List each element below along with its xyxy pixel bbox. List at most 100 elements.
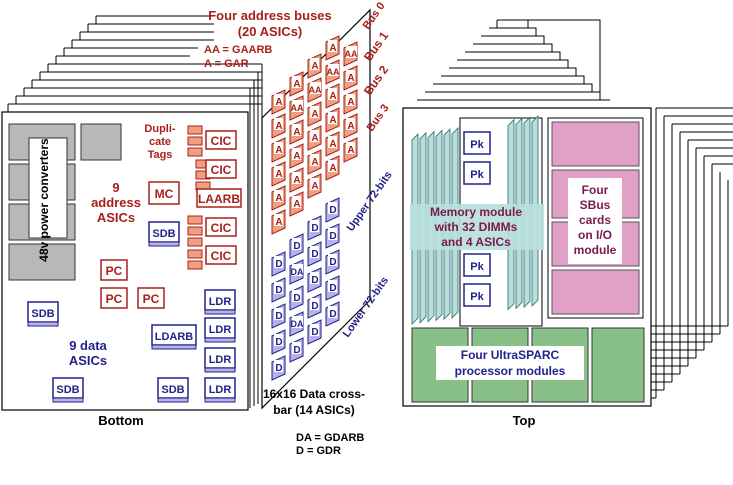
svg-text:A: A: [311, 133, 318, 144]
address-chip: A: [289, 143, 304, 169]
sbus-label-5: module: [574, 243, 617, 257]
svg-text:LDR: LDR: [209, 384, 232, 396]
svg-text:A: A: [311, 181, 318, 192]
data-chip: D: [325, 275, 340, 301]
svg-text:CIC: CIC: [211, 221, 232, 235]
svg-text:A: A: [293, 199, 300, 210]
svg-text:A: A: [347, 121, 354, 132]
svg-text:A: A: [311, 109, 318, 120]
cpu-label-2: processor modules: [455, 364, 566, 378]
memory-label-2: with 32 DIMMs: [434, 220, 518, 234]
svg-text:D: D: [329, 231, 336, 242]
cic-chip: CIC: [205, 245, 237, 265]
aa-legend: AA = GAARB: [204, 44, 272, 56]
data-chip: D: [325, 301, 340, 327]
address-chip: A: [325, 35, 340, 61]
svg-text:D: D: [275, 311, 282, 322]
data-chip: D: [271, 329, 286, 355]
address-chip: A: [289, 191, 304, 217]
svg-text:D: D: [275, 337, 282, 348]
crossbar-caption-1: 16x16 Data cross-: [263, 387, 365, 401]
data-chip: D: [289, 337, 304, 363]
data-chip: D: [307, 319, 322, 345]
address-chip: A: [307, 173, 322, 199]
svg-text:SDB: SDB: [152, 228, 175, 240]
pk-chip: Pk: [463, 161, 491, 185]
crossbar-caption-2: bar (14 ASICs): [273, 403, 355, 417]
sbus-label-1: Four: [582, 183, 609, 197]
svg-text:D: D: [311, 301, 318, 312]
pc-chip: PC: [100, 287, 128, 309]
a-legend: A = GAR: [204, 58, 249, 70]
data-chip: D: [289, 285, 304, 311]
data-asic-chips: SDB SDB LDR LDR LDARB LDR: [27, 221, 236, 403]
address-buses-subtitle: (20 ASICs): [238, 24, 303, 39]
address-chip: A: [325, 155, 340, 181]
address-chip: A: [307, 149, 322, 175]
svg-text:D: D: [275, 363, 282, 374]
svg-text:PC: PC: [106, 264, 123, 278]
bus-2-label: Bus 2: [361, 63, 391, 98]
address-chip: A: [289, 167, 304, 193]
address-chip: A: [343, 65, 358, 91]
memory-module: Pk Pk Pk Pk Memory module with 32 DIMMs …: [410, 115, 544, 327]
memory-label-3: and 4 ASICs: [441, 235, 511, 249]
address-asics-count: 9: [112, 180, 119, 195]
svg-text:A: A: [293, 127, 300, 138]
data-chip: D: [307, 241, 322, 267]
address-chip: A: [325, 107, 340, 133]
svg-text:SDB: SDB: [56, 384, 79, 396]
data-chip: D: [271, 277, 286, 303]
power-converters: 48v power converters: [8, 123, 122, 281]
svg-text:A: A: [275, 145, 282, 156]
pk-chip: Pk: [463, 131, 491, 155]
svg-text:MC: MC: [155, 187, 174, 201]
svg-text:AA: AA: [345, 49, 358, 59]
sbus-label-4: on I/O: [578, 228, 612, 242]
svg-text:A: A: [347, 145, 354, 156]
sbus-io-module: Four SBus cards on I/O module: [547, 117, 644, 319]
svg-text:AA: AA: [291, 103, 304, 113]
sbus-label-2: SBus: [580, 198, 611, 212]
data-chip: D: [307, 293, 322, 319]
svg-text:PC: PC: [143, 292, 160, 306]
ldr-chip: LDR: [204, 289, 236, 315]
svg-text:CIC: CIC: [211, 163, 232, 177]
duplicate-tags-label-3: Tags: [148, 149, 173, 161]
svg-text:A: A: [329, 43, 336, 54]
pk-chip: Pk: [463, 253, 491, 277]
data-chip: D: [271, 355, 286, 381]
address-buses-title: Four address buses: [208, 8, 332, 23]
address-asic-chips: CIC CIC LAARB MC CIC CIC PC PC: [100, 130, 242, 309]
d-legend: D = GDR: [296, 445, 341, 457]
address-chip: A: [271, 137, 286, 163]
svg-text:A: A: [275, 97, 282, 108]
laarb-chip: LAARB: [196, 188, 242, 208]
memory-label-1: Memory module: [430, 205, 522, 219]
svg-text:A: A: [311, 157, 318, 168]
svg-text:SDB: SDB: [161, 384, 184, 396]
sbus-label-3: cards: [579, 213, 611, 227]
sdb-chip: SDB: [148, 221, 180, 247]
data-chip: D: [271, 303, 286, 329]
svg-text:LDR: LDR: [209, 296, 232, 308]
svg-text:LDARB: LDARB: [155, 331, 194, 343]
address-chip: AA: [325, 59, 340, 85]
svg-text:SDB: SDB: [31, 308, 54, 320]
svg-text:AA: AA: [327, 67, 340, 77]
svg-text:A: A: [275, 169, 282, 180]
address-chip: AA: [307, 77, 322, 103]
svg-text:D: D: [311, 249, 318, 260]
data-asics-label-1: 9 data: [69, 338, 107, 353]
svg-text:CIC: CIC: [211, 134, 232, 148]
svg-text:A: A: [329, 139, 336, 150]
svg-text:A: A: [329, 115, 336, 126]
data-chip: D: [325, 223, 340, 249]
mc-chip: MC: [148, 181, 180, 205]
svg-text:A: A: [329, 163, 336, 174]
data-chip: D: [307, 215, 322, 241]
svg-text:LDR: LDR: [209, 324, 232, 336]
address-chip: AA: [343, 41, 358, 67]
